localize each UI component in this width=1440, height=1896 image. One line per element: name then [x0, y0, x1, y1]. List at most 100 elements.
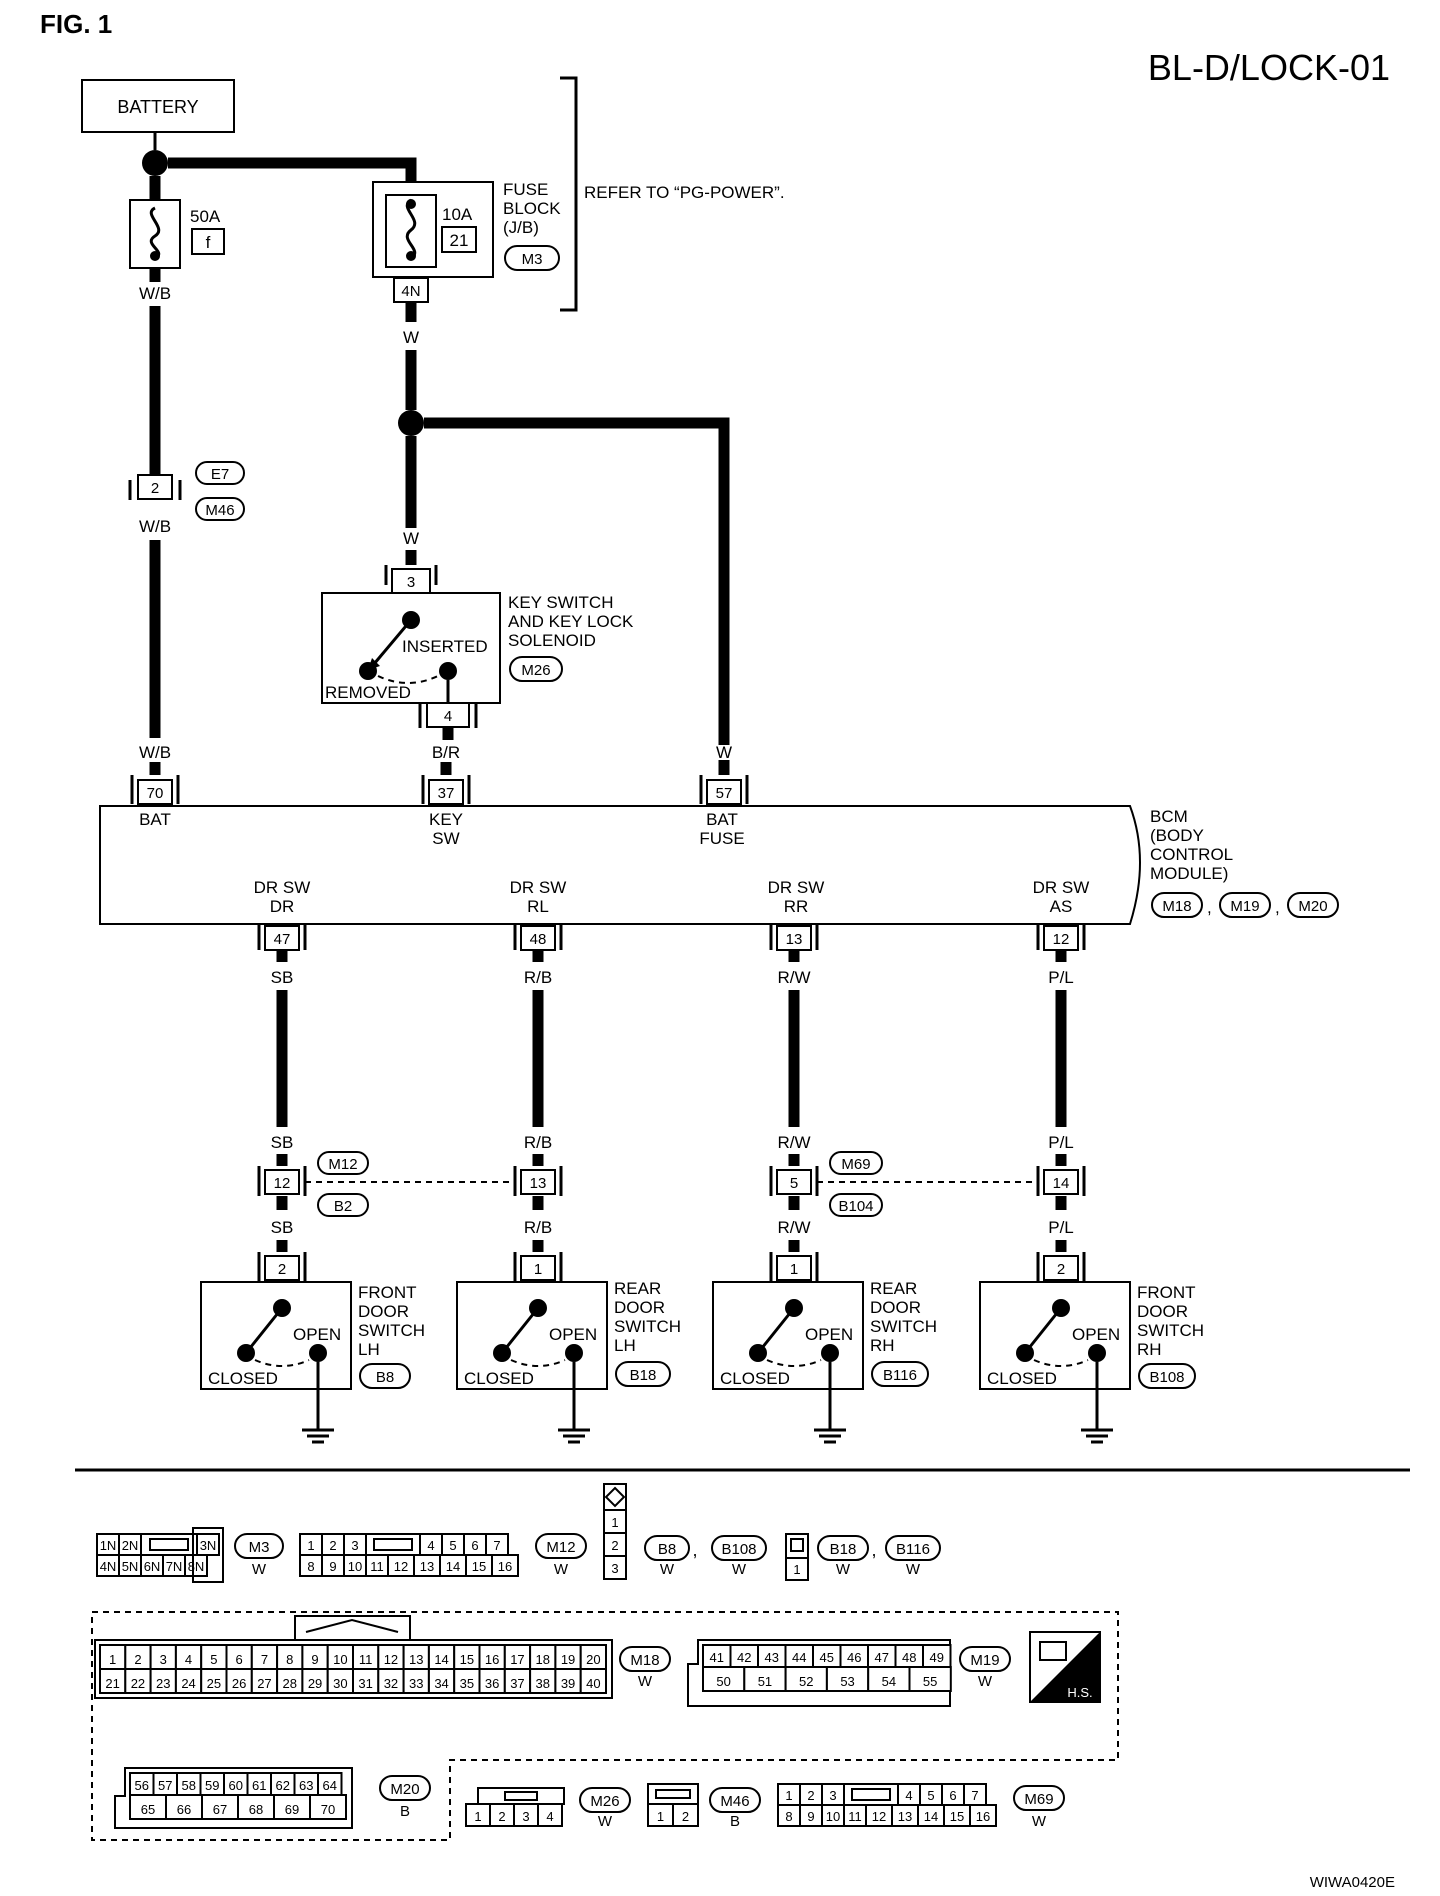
door4-wire-mid: P/L: [1048, 1133, 1074, 1152]
wire-battery-fuseblock: [168, 157, 417, 185]
fuse-block-name-3: (J/B): [503, 218, 539, 237]
m18-pill: [619, 1646, 671, 1672]
door2-switch-brackets: [513, 1252, 563, 1282]
bcm-in-label-70: BAT: [139, 810, 171, 829]
door1-inline-top: M12: [328, 1156, 357, 1173]
door3-closed-label: CLOSED: [720, 1369, 790, 1388]
door2-inline-pin: 13: [530, 1175, 547, 1192]
door1-open-label: OPEN: [293, 1325, 341, 1344]
m3-top-a-pin-2N: 2N: [122, 1538, 139, 1553]
m69-top-a-pin-2: 2: [807, 1788, 814, 1803]
door1-ground-icon: [302, 1428, 334, 1444]
key-switch-connector-pill: [509, 656, 563, 682]
key-switch-pin-out: 4: [444, 708, 452, 725]
b108-id: B108: [721, 1541, 756, 1558]
m18-top-cell: [503, 1644, 532, 1670]
m18-bottom-cell: [200, 1668, 228, 1694]
m69-pin-12: 12: [872, 1809, 886, 1824]
bcm-name-2: (BODY: [1150, 826, 1204, 845]
door1-wire-mid: SB: [271, 1133, 294, 1152]
m26-id: M26: [590, 1793, 619, 1810]
m12-pin-4: 4: [427, 1538, 434, 1553]
b116-color: W: [906, 1561, 921, 1578]
m12-top-a-pin-1: 1: [307, 1538, 314, 1553]
door1-connector: B8: [376, 1369, 394, 1386]
m12-cell: [491, 1554, 519, 1577]
m69-pin-4: 4: [905, 1788, 912, 1803]
b8-cell: [603, 1555, 627, 1580]
m18-top-cell: [301, 1644, 329, 1670]
fuse-10a-terminal-top: [406, 199, 416, 209]
m12-bottom-a-pin-8: 8: [307, 1559, 314, 1574]
m20-bottom-pin-69: 69: [285, 1802, 299, 1817]
b18-id: B18: [830, 1541, 857, 1558]
b8-pin-2: 2: [611, 1538, 618, 1553]
m26-pin-3: 3: [522, 1809, 529, 1824]
m20-bottom-cell: [309, 1794, 347, 1820]
m46-color: B: [730, 1813, 740, 1830]
door3-name-2: DOOR: [870, 1298, 921, 1317]
door1-inline-box: [264, 1169, 300, 1195]
bcm-out-label-48-2: RL: [527, 897, 549, 916]
door2-wire-top: R/B: [524, 968, 552, 987]
door1-switch-box: [200, 1281, 352, 1390]
junction-e7-label: E7: [211, 466, 229, 483]
bcm-pin-57-brackets: [699, 775, 749, 804]
m69-pin-6: 6: [949, 1788, 956, 1803]
fuse-50a-no: f: [206, 233, 211, 252]
m18-top-pin-2: 2: [134, 1652, 141, 1667]
m20-top-pin-56: 56: [135, 1778, 149, 1793]
bcm-module: BAT KEY SW BAT FUSE DR SW DR DR SW RL DR…: [99, 805, 1339, 925]
wire-color-wb-2: W/B: [139, 517, 171, 536]
key-switch-top-wire: W: [403, 529, 419, 548]
bcm-conn-m19-pill: [1219, 892, 1271, 918]
m19-top-pin-42: 42: [737, 1650, 751, 1665]
m12-key: [373, 1538, 413, 1551]
fuse-50a-no-box: [191, 228, 225, 255]
m20-top-pin-60: 60: [229, 1778, 243, 1793]
door4-inline-pin: 14: [1053, 1175, 1070, 1192]
m19-top-pin-43: 43: [765, 1650, 779, 1665]
m18-bottom-pin-30: 30: [333, 1676, 347, 1691]
door1-switch-pin: 2: [278, 1261, 286, 1278]
m18-bottom-pin-24: 24: [181, 1676, 195, 1691]
fuse-50a-rating: 50A: [190, 207, 221, 226]
m20-top-pin-57: 57: [158, 1778, 172, 1793]
door3-switch-pin: 1: [790, 1261, 798, 1278]
m18-bottom-pin-27: 27: [257, 1676, 271, 1691]
bcm-in-wire-37: B/R: [432, 743, 460, 762]
m12-id: M12: [546, 1539, 575, 1556]
bcm-pin-70-brackets: [130, 775, 180, 804]
bcm-pin-57-box: [706, 779, 742, 805]
key-switch: W 3 INSERTED REMOVED 4 KEY SWITCH AND KE…: [321, 529, 634, 728]
door1-switch-travel: [254, 1359, 310, 1367]
door3-closed-contact: [749, 1344, 767, 1362]
b18-pin-1: 1: [793, 1562, 800, 1577]
key-switch-pin-in: 3: [407, 574, 415, 591]
b116-id: B116: [896, 1541, 930, 1558]
door2-name-1: REAR: [614, 1279, 661, 1298]
door4-switch-blade: [1027, 1307, 1063, 1349]
door4-switch-box: [979, 1281, 1131, 1390]
m18-bottom-pin-32: 32: [384, 1676, 398, 1691]
m19-bottom-pin-55: 55: [923, 1674, 937, 1689]
m20-top-pin-59: 59: [205, 1778, 219, 1793]
m20-bottom-pin-68: 68: [249, 1802, 263, 1817]
b8-color: W: [660, 1561, 675, 1578]
m69-pin-14: 14: [924, 1809, 938, 1824]
bcm-out-13-brackets: [769, 924, 819, 950]
m3-bottom-pin-6N: 6N: [144, 1559, 161, 1574]
m19-top-pin-49: 49: [930, 1650, 944, 1665]
m18-top-pin-14: 14: [434, 1652, 448, 1667]
key-switch-pin-out-box: [426, 702, 470, 728]
b116-pill: [885, 1535, 941, 1561]
b18-pill: [817, 1535, 869, 1561]
fuse-block-name-1: FUSE: [503, 180, 548, 199]
bcm-in-label-57-1: BAT: [706, 810, 738, 829]
m18-top-pin-7: 7: [261, 1652, 268, 1667]
door1-inline-top-pill: [317, 1151, 369, 1175]
m12-pin-6: 6: [471, 1538, 478, 1553]
m3-top-a-pin-1N: 1N: [100, 1538, 117, 1553]
door3-wire-mid: R/W: [777, 1133, 810, 1152]
